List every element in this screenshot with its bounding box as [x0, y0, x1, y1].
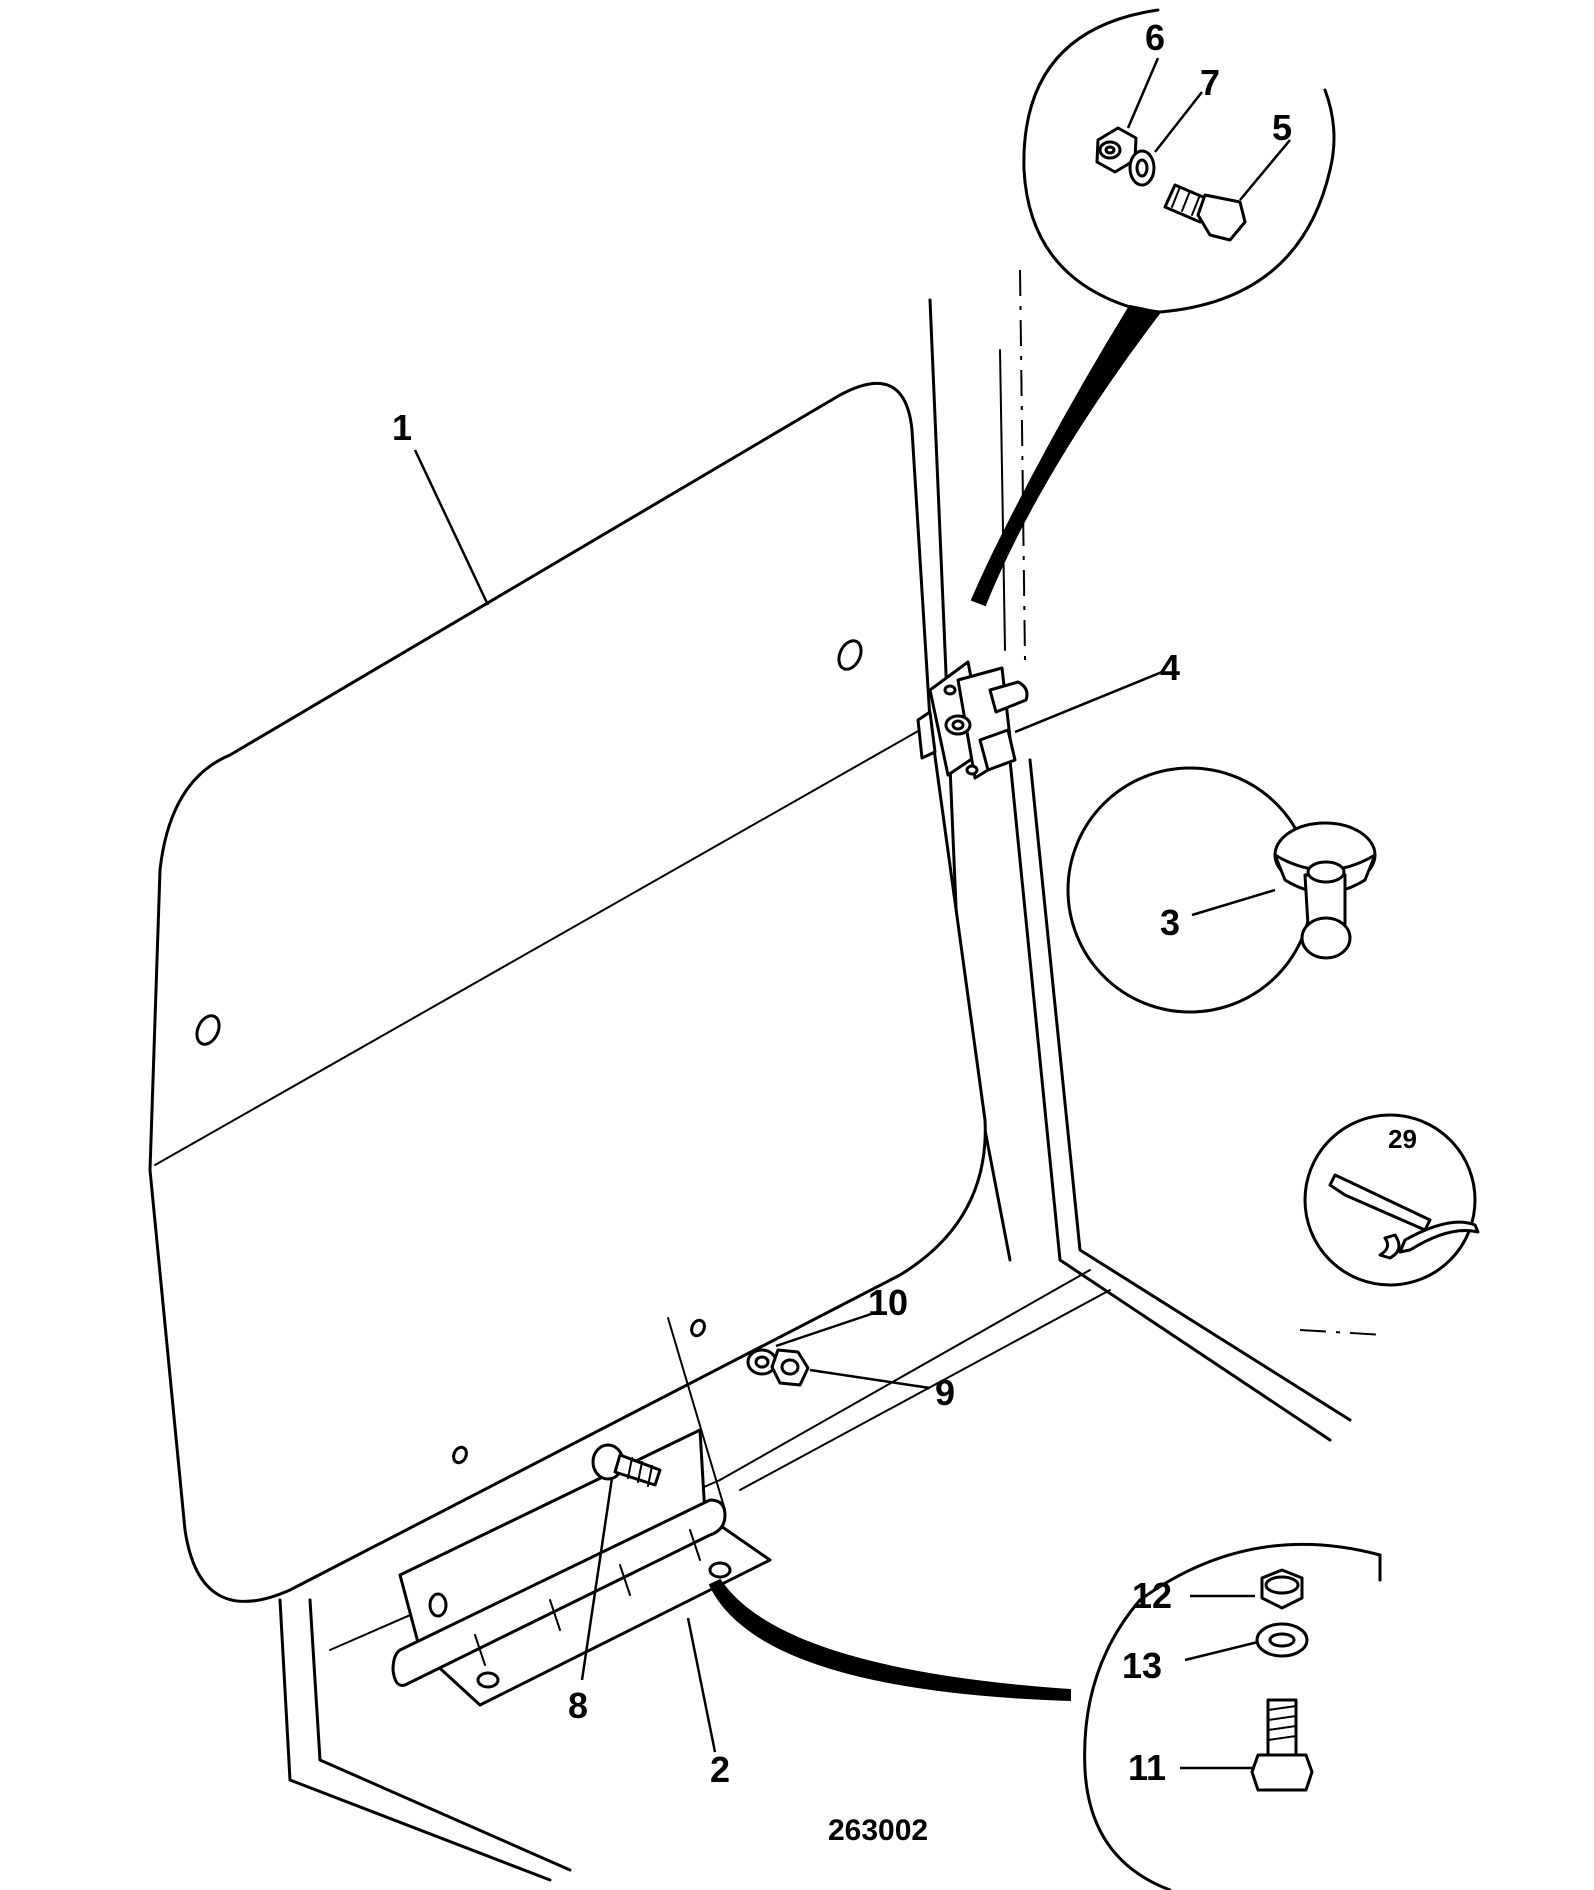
washer-nut-group: [746, 1348, 810, 1387]
door-hole: [690, 1318, 706, 1338]
callout-12: 12: [1132, 1575, 1172, 1616]
callout-29: 29: [1388, 1124, 1417, 1154]
hinge-hole: [708, 1561, 732, 1579]
callout-6: 6: [1145, 17, 1165, 58]
figure-number: 263002: [828, 1814, 928, 1847]
callout-1: 1: [392, 407, 412, 448]
callout-labels: 1 4 3 6 7 5 29 10 9 8 2 12 13 11 263002: [392, 17, 1417, 1847]
door-hole: [452, 1445, 468, 1465]
door-hole: [195, 1014, 221, 1046]
callout-4: 4: [1160, 647, 1180, 688]
callout-10: 10: [868, 1282, 908, 1323]
callout-2: 2: [710, 1749, 730, 1790]
callout-8: 8: [568, 1685, 588, 1726]
hinge-bolt: [591, 1443, 662, 1487]
hinge-hole: [428, 1592, 448, 1618]
leader-lines: [413, 57, 1291, 1770]
callout-7: 7: [1200, 62, 1220, 103]
detail-circle-tool: [1303, 1113, 1480, 1287]
door-hole: [837, 639, 863, 671]
detail-circle-buffer: [1066, 766, 1377, 1014]
hinge-hole: [476, 1671, 500, 1689]
detail-circle-hinge-bolt: [708, 1542, 1382, 1890]
callout-5: 5: [1272, 107, 1292, 148]
callout-13: 13: [1122, 1645, 1162, 1686]
callout-9: 9: [935, 1372, 955, 1413]
latch-bracket: [916, 660, 1029, 780]
callout-3: 3: [1160, 902, 1180, 943]
door-panel: [148, 381, 987, 1603]
callout-11: 11: [1128, 1747, 1166, 1788]
hinge: [391, 1428, 772, 1707]
detail-circle-bolt: [970, 8, 1336, 607]
